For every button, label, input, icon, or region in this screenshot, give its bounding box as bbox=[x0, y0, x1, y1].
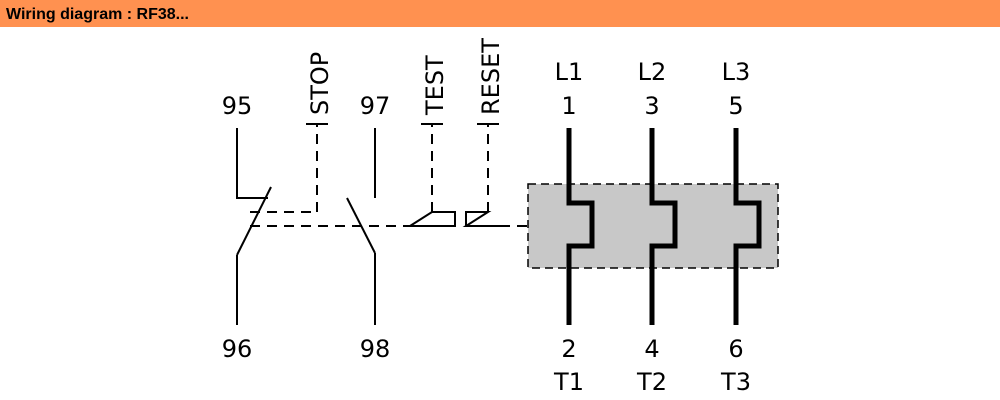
pole-1-in-label: 1 bbox=[561, 92, 576, 120]
pole-3-out-label: 6 bbox=[728, 335, 743, 363]
nc-contact-95-96 bbox=[236, 128, 272, 325]
pole-3-load-label: T3 bbox=[720, 368, 751, 396]
terminal-95-label: 95 bbox=[222, 92, 253, 120]
mechanical-linkage bbox=[250, 124, 528, 227]
terminal-98-label: 98 bbox=[360, 335, 391, 363]
pole-3-in-label: 5 bbox=[728, 92, 743, 120]
stop-label: STOP bbox=[306, 52, 334, 115]
pole-2-in-label: 3 bbox=[644, 92, 659, 120]
diagram-title: Wiring diagram : RF38... bbox=[0, 0, 1000, 27]
pole-3-line-label: L3 bbox=[722, 58, 751, 86]
pole-1-load-label: T1 bbox=[553, 368, 584, 396]
test-button-symbol bbox=[409, 123, 456, 227]
test-label: TEST bbox=[421, 55, 449, 116]
pole-1-out-label: 2 bbox=[561, 335, 576, 363]
reset-label: RESET bbox=[477, 38, 505, 115]
pole-2-line-label: L2 bbox=[638, 58, 667, 86]
terminal-97-label: 97 bbox=[360, 92, 391, 120]
pole-2-load-label: T2 bbox=[636, 368, 667, 396]
pole-3 bbox=[733, 128, 762, 325]
pole-2 bbox=[649, 128, 678, 325]
pole-1 bbox=[566, 128, 595, 325]
pole-2-out-label: 4 bbox=[644, 335, 659, 363]
reset-button-symbol bbox=[462, 123, 500, 227]
pole-1-line-label: L1 bbox=[555, 58, 584, 86]
terminal-96-label: 96 bbox=[222, 335, 253, 363]
